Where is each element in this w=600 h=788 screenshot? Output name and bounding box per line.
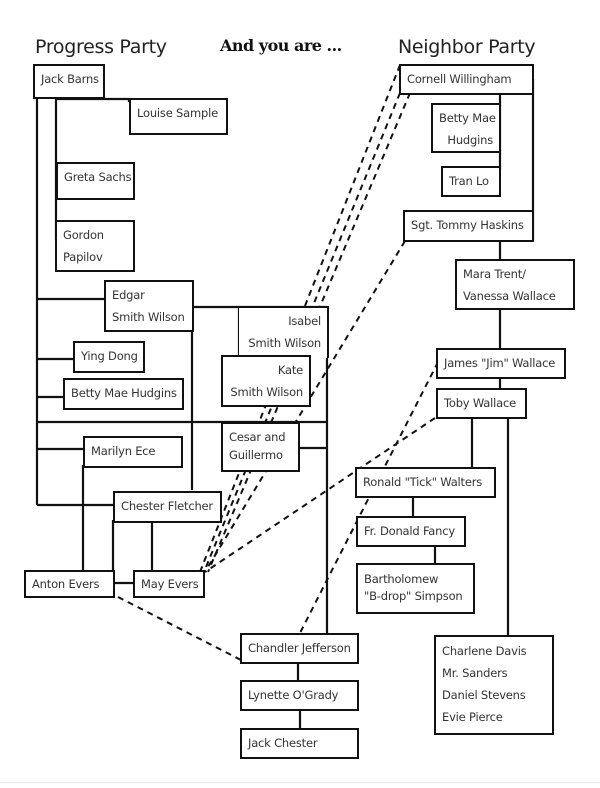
node-label: Tran Lo: [449, 174, 489, 188]
member-name: Evie Pierce: [442, 710, 503, 724]
node-label: Lynette O'Grady: [248, 688, 339, 702]
member-name: Daniel Stevens: [442, 688, 526, 702]
node-label: Betty Mae Hudgins: [71, 386, 177, 400]
dashed-link: [299, 361, 439, 634]
dashed-link: [207, 92, 411, 573]
node-label-line1: Bartholomew: [364, 572, 439, 586]
node-ronald-tick-walters[interactable]: Ronald "Tick" Walters: [355, 467, 496, 498]
node-label: Chandler Jefferson: [248, 641, 351, 655]
progress-party-title: Progress Party: [35, 36, 167, 58]
node-label: Jack Chester: [248, 736, 318, 750]
node-anton-evers[interactable]: Anton Evers: [24, 570, 115, 598]
node-label: Chester Fletcher: [121, 499, 213, 513]
node-may-evers[interactable]: May Evers: [133, 570, 205, 598]
member-name: Charlene Davis: [442, 644, 527, 658]
node-ying-dong[interactable]: Ying Dong: [73, 341, 145, 373]
node-label-line2: Hudgins: [447, 133, 493, 147]
node-label-line1: Cesar and: [229, 430, 286, 444]
node-label: Louise Sample: [137, 106, 218, 120]
node-bartholomew-b-drop-simpson[interactable]: Bartholomew "B-drop" Simpson: [356, 563, 475, 614]
node-betty-mae-hudgins[interactable]: Betty Mae Hudgins: [63, 378, 184, 410]
node-greta-sachs[interactable]: Greta Sachs: [56, 162, 135, 200]
node-label: Fr. Donald Fancy: [364, 524, 455, 538]
and-you-are-heading: And you are ...: [220, 36, 342, 55]
node-label-line2: Smith Wilson: [112, 310, 185, 324]
node-label-line1: Mara Trent/: [463, 267, 526, 281]
node-label-line1: Betty Mae: [439, 111, 496, 125]
neighbor-party-title: Neighbor Party: [398, 36, 536, 58]
node-label: Ronald "Tick" Walters: [363, 475, 483, 489]
node-label-line1: Isabel: [288, 314, 321, 328]
node-label-line2: "B-drop" Simpson: [364, 589, 463, 603]
node-james-jim-wallace[interactable]: James "Jim" Wallace: [436, 348, 566, 379]
node-mara-trent-vanessa-wallace[interactable]: Mara Trent/Vanessa Wallace: [455, 259, 575, 310]
node-cornell-willingham[interactable]: Cornell Willingham: [399, 64, 534, 95]
node-label-line2: Smith Wilson: [230, 385, 303, 399]
node-label: Jack Barns: [41, 72, 99, 86]
node-jack-chester[interactable]: Jack Chester: [240, 728, 359, 759]
node-label: Anton Evers: [32, 577, 100, 591]
node-label-line2: Guillermo: [229, 448, 283, 462]
node-label-line2: Papilov: [63, 250, 103, 264]
node-jack-barns[interactable]: Jack Barns: [33, 64, 105, 99]
node-lynette-ogrady[interactable]: Lynette O'Grady: [240, 680, 359, 711]
node-louise-sample[interactable]: Louise Sample: [129, 98, 228, 135]
node-label: James "Jim" Wallace: [444, 356, 556, 370]
node-label-line2: Vanessa Wallace: [463, 289, 556, 303]
node-label: May Evers: [141, 577, 199, 591]
member-name: Mr. Sanders: [442, 666, 508, 680]
node-label: Cornell Willingham: [407, 72, 512, 86]
node-tommy-haskins[interactable]: Sgt. Tommy Haskins: [403, 210, 534, 242]
node-chester-fletcher[interactable]: Chester Fletcher: [113, 491, 222, 523]
dashed-link: [117, 596, 242, 661]
dashed-link: [204, 240, 406, 573]
node-label-line1: Edgar: [112, 288, 145, 302]
node-chandler-jefferson[interactable]: Chandler Jefferson: [240, 633, 359, 664]
node-label-line1: Kate: [277, 363, 303, 377]
node-toby-wallace[interactable]: Toby Wallace: [436, 388, 527, 419]
node-label-line2: Smith Wilson: [248, 336, 321, 350]
node-label: Ying Dong: [81, 349, 138, 363]
node-marilyn-ece[interactable]: Marilyn Ece: [83, 436, 183, 468]
node-label: Sgt. Tommy Haskins: [411, 218, 524, 232]
dashed-link: [199, 64, 401, 573]
node-label: Greta Sachs: [64, 170, 132, 184]
page-divider: [0, 782, 600, 783]
node-label-line1: Gordon: [63, 228, 104, 242]
node-label: Toby Wallace: [444, 396, 516, 410]
node-tran-lo[interactable]: Tran Lo: [441, 166, 501, 197]
node-fr-donald-fancy[interactable]: Fr. Donald Fancy: [356, 516, 466, 547]
node-label: Marilyn Ece: [91, 444, 156, 458]
